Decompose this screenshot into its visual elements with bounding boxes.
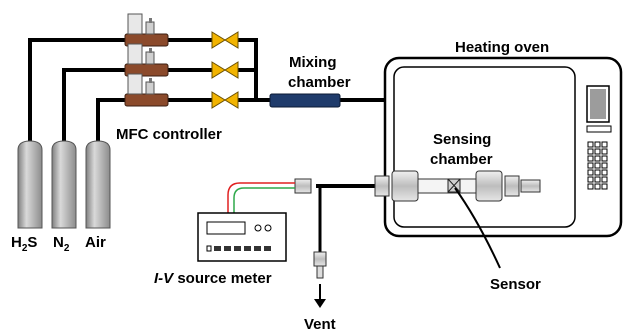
mixing-chamber-label-line2: chamber (288, 74, 351, 91)
source-meter-body (197, 212, 287, 262)
sensor-chip-mark (447, 178, 461, 193)
h2s-label-tail: S (27, 234, 37, 251)
h2s-label-sub: 2 (22, 243, 28, 254)
mfc-3 (124, 73, 169, 107)
wire-green (233, 187, 295, 213)
source-meter-label: I-V source meter (154, 270, 272, 287)
air-line (96, 98, 125, 143)
valve-2-icon (211, 61, 239, 79)
tee-fitting (294, 178, 312, 194)
mixing-chamber (269, 93, 341, 108)
fitting-right-body (475, 170, 503, 202)
mfc-1 (124, 13, 169, 47)
fitting-left-nut (374, 175, 390, 197)
source-meter-label-rest: source meter (173, 270, 272, 287)
gas-cylinders (17, 140, 111, 229)
mfc-units (124, 13, 169, 107)
source-meter-knob-2 (264, 224, 272, 232)
source-meter-knob-1 (254, 224, 262, 232)
sensing-chamber-label-line1: Sensing (433, 131, 491, 148)
n2-cylinder (51, 140, 77, 229)
meter-wires (227, 182, 295, 213)
manifold-top (238, 38, 258, 100)
mfc-2 (124, 43, 169, 77)
heating-oven (383, 56, 623, 238)
heating-oven-label: Heating oven (455, 39, 549, 56)
fitting-left-body (391, 170, 419, 202)
fitting-right-nut (504, 175, 520, 197)
valve-3-icon (211, 91, 239, 109)
vent-assembly (294, 178, 327, 308)
mixing-chamber-label-line1: Mixing (289, 54, 337, 71)
air-label: Air (85, 234, 106, 251)
mfc-controller-label: MFC controller (116, 126, 222, 143)
source-meter-display (206, 221, 246, 235)
n2-label: N2 (53, 234, 70, 254)
h2s-label-main: H (11, 234, 22, 251)
sensor-label: Sensor (490, 276, 541, 293)
wire-red (227, 182, 295, 213)
sensing-chamber-assembly (316, 170, 541, 202)
air-cylinder (85, 140, 111, 229)
n2-label-main: N (53, 234, 64, 251)
fitting-right-end (520, 179, 541, 193)
h2s-label: H2S (11, 234, 37, 254)
oven-display-bar (586, 125, 612, 133)
n2-label-sub: 2 (64, 243, 70, 254)
oven-keypad (587, 141, 608, 190)
vent-arrow-head (314, 299, 326, 308)
oven-display-screen (590, 89, 606, 119)
valves (211, 31, 239, 109)
valve-1-icon (211, 31, 239, 49)
sensing-chamber-label-line2: chamber (430, 151, 493, 168)
n2-line (62, 68, 125, 143)
vent-fitting (313, 251, 327, 267)
h2s-line (28, 38, 125, 143)
h2s-cylinder (17, 140, 43, 229)
vent-label: Vent (304, 316, 336, 333)
source-meter-buttons (214, 246, 271, 251)
sensor-pointer (454, 187, 501, 269)
source-meter-label-prefix: I-V (154, 270, 175, 287)
source-meter (197, 212, 287, 262)
